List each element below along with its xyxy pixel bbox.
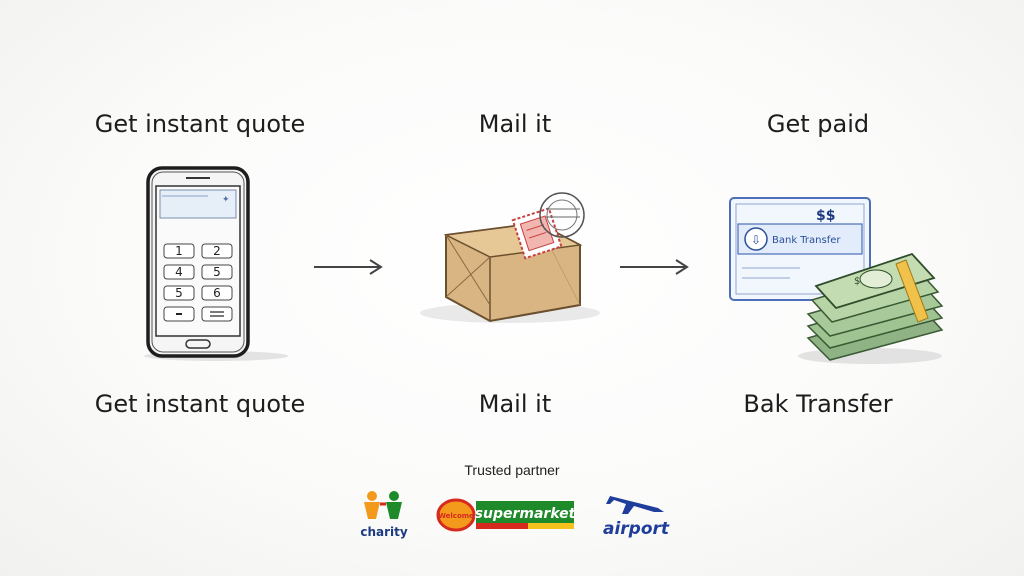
transfer-card-label: Bank Transfer (772, 235, 841, 246)
charity-people-icon (364, 491, 402, 519)
phone-illustration: ✦ 1 2 4 5 5 6 (138, 160, 288, 370)
step-2-title: Mail it (478, 110, 552, 138)
trusted-partner-label: Trusted partner (464, 462, 560, 478)
transfer-amount: $$ (816, 208, 835, 224)
charity-logo-text: charity (360, 525, 408, 539)
phone-keypad-icon: ✦ 1 2 4 5 5 6 (144, 166, 288, 361)
key-label: 1 (175, 244, 183, 258)
arrow-right-icon (620, 259, 689, 275)
step-1-caption: Get instant quote (94, 390, 306, 418)
cash-stack-icon: $ (798, 252, 944, 364)
supermarket-logo-text: supermarket (475, 506, 576, 522)
step-3-title: Get paid (766, 110, 870, 138)
airport-logo: airport (600, 488, 672, 540)
key-label: 5 (213, 265, 221, 279)
package-icon (420, 192, 600, 323)
svg-text:⇩: ⇩ (751, 233, 761, 247)
key-label: 2 (213, 244, 221, 258)
step-1-title: Get instant quote (94, 110, 306, 138)
step-3-caption: Bak Transfer (743, 390, 893, 418)
payment-illustration: ⇩ Bank Transfer $$ $ (720, 188, 950, 378)
svg-text:✦: ✦ (222, 195, 230, 205)
step-2-caption: Mail it (478, 390, 552, 418)
charity-logo: charity (352, 490, 416, 540)
bank-transfer-card: ⇩ Bank Transfer $$ (729, 197, 871, 301)
svg-text:$: $ (854, 276, 860, 287)
key-label: 4 (175, 265, 183, 279)
supermarket-logo: Welcome supermarket (436, 498, 577, 532)
arrow-right-icon (314, 259, 383, 275)
airport-logo-text: airport (602, 519, 670, 539)
package-illustration (410, 185, 610, 340)
key-label: 6 (213, 286, 221, 300)
supermarket-badge-text: Welcome (438, 512, 474, 520)
key-label: 5 (175, 286, 183, 300)
airplane-icon (606, 496, 664, 514)
